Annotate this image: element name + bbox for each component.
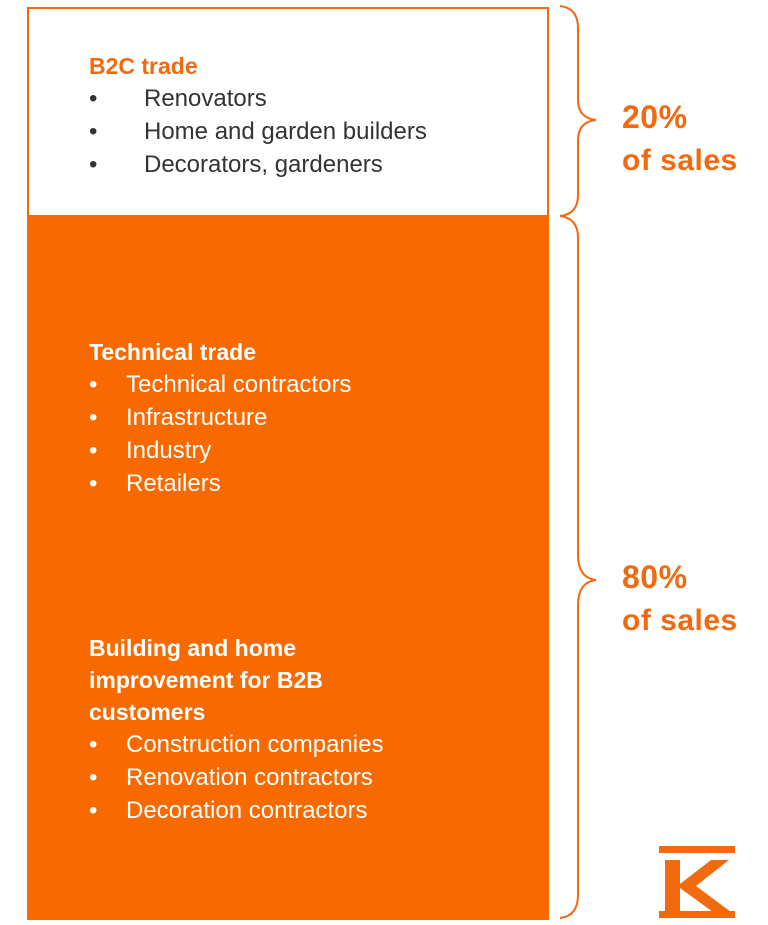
bullet: • xyxy=(89,764,98,791)
list-item-label: Home and garden builders xyxy=(144,118,427,145)
list-item: • Technical contractors xyxy=(89,368,351,401)
list-item-label: Decorators, gardeners xyxy=(144,151,383,178)
share-value: 80% xyxy=(622,559,688,595)
list-item: • Decoration contractors xyxy=(89,794,383,827)
share-caption: of sales xyxy=(622,604,738,637)
b2c-segment-box xyxy=(27,7,549,215)
list-item-label: Infrastructure xyxy=(126,404,268,431)
technical-trade-list: • Technical contractors • Infrastructure •… xyxy=(89,368,351,500)
list-item-label: Retailers xyxy=(126,470,221,497)
list-item: • Retailers xyxy=(89,467,351,500)
brace-group xyxy=(559,5,597,919)
building-heading-line: improvement for B2B xyxy=(89,667,323,693)
bullet: • xyxy=(89,371,98,398)
b2c-section: B2C trade • Renovators • Home and garden b… xyxy=(89,50,427,181)
b2c-heading: B2C trade xyxy=(89,53,198,79)
list-item-label: Industry xyxy=(126,437,212,464)
list-item: • Renovators xyxy=(89,82,427,115)
bullet: • xyxy=(89,118,98,145)
building-list: • Construction companies • Renovation cont… xyxy=(89,728,383,827)
share-value: 20% xyxy=(622,99,688,135)
building-heading-line: Building and home xyxy=(89,635,296,661)
share-80-label: 80% of sales xyxy=(622,555,738,643)
bullet: • xyxy=(89,470,98,497)
b2b-segment-box xyxy=(27,215,549,920)
list-item: • Industry xyxy=(89,434,351,467)
technical-trade-heading: Technical trade xyxy=(89,339,257,365)
b2c-list: • Renovators • Home and garden builders • D… xyxy=(89,82,427,181)
bullet: • xyxy=(89,404,98,431)
building-heading-line: customers xyxy=(89,699,206,725)
list-item-label: Decoration contractors xyxy=(126,797,368,824)
brace-20-percent xyxy=(559,5,597,217)
list-item: • Renovation contractors xyxy=(89,761,383,794)
list-item: • Infrastructure xyxy=(89,401,351,434)
share-caption: of sales xyxy=(622,144,738,177)
bullet: • xyxy=(89,797,98,824)
list-item: • Decorators, gardeners xyxy=(89,148,427,181)
list-item: • Home and garden builders xyxy=(89,115,427,148)
list-item-label: Construction companies xyxy=(126,731,384,758)
list-item-label: Renovators xyxy=(144,85,267,112)
list-item-label: Technical contractors xyxy=(126,371,352,398)
kesko-k-logo-icon xyxy=(659,846,735,918)
bullet: • xyxy=(89,731,98,758)
building-improvement-section: Building and home improvement for B2B cu… xyxy=(89,632,383,827)
bullet: • xyxy=(89,437,98,464)
share-20-label: 20% of sales xyxy=(622,95,738,183)
bullet: • xyxy=(89,85,98,112)
list-item-label: Renovation contractors xyxy=(126,764,373,791)
brace-80-percent xyxy=(559,215,597,919)
list-item: • Construction companies xyxy=(89,728,383,761)
technical-trade-section: Technical trade • Technical contractors •… xyxy=(89,336,351,500)
bullet: • xyxy=(89,151,98,178)
